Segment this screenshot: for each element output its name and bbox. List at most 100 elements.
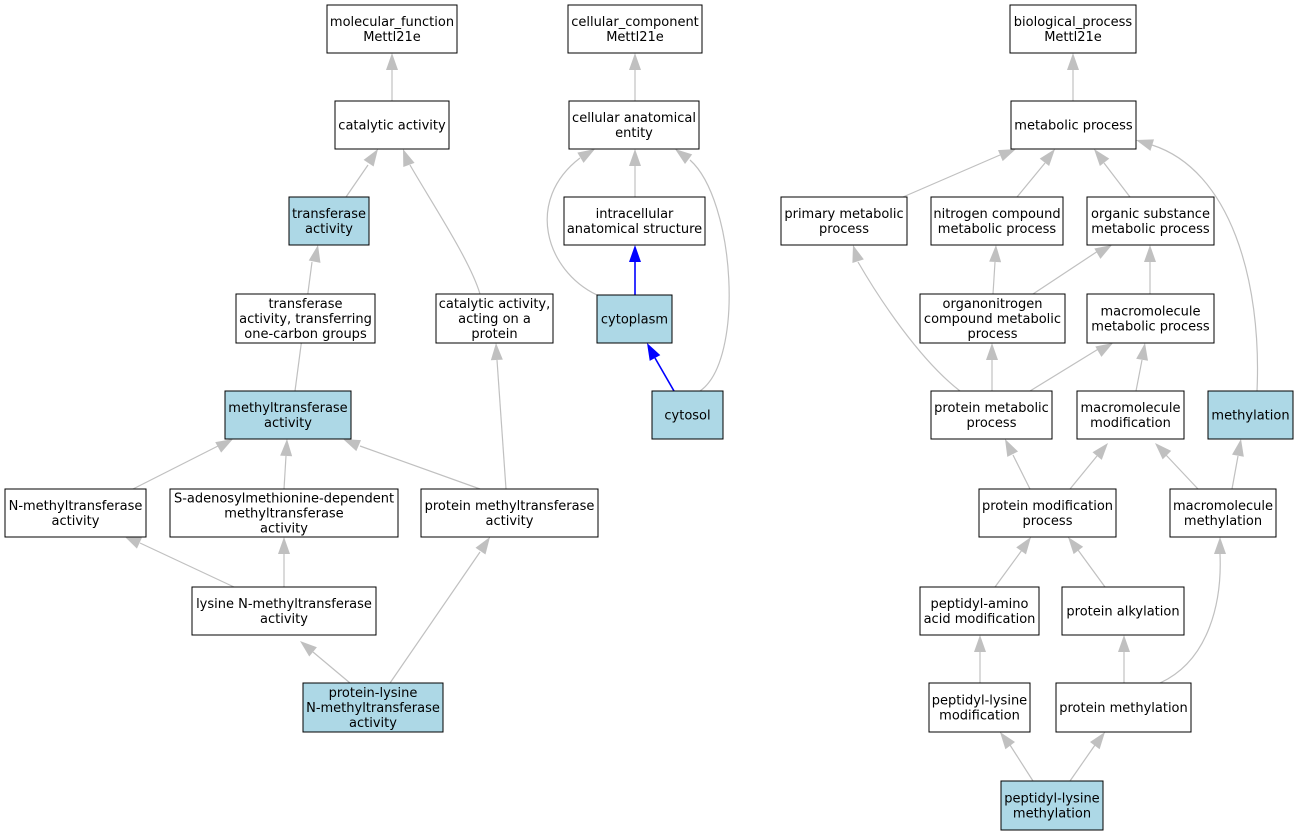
term-label: cellular_component — [571, 15, 699, 30]
edge-line — [1032, 250, 1099, 295]
term-label: biological_process — [1014, 15, 1133, 30]
arrowhead-icon — [1016, 537, 1031, 555]
edge-line — [1069, 455, 1098, 490]
edge-line — [496, 359, 507, 490]
term-label: process — [968, 327, 1018, 342]
term-label: activity — [264, 416, 312, 431]
is-a-edge — [1032, 245, 1112, 295]
term-box — [568, 100, 700, 150]
term-label: macromolecule — [1080, 401, 1180, 416]
term-node-protein-alkyl[interactable]: protein alkylation — [1061, 586, 1185, 636]
term-node-cytoplasm[interactable]: cytoplasm — [596, 294, 673, 344]
arrowhead-icon — [629, 53, 641, 70]
term-label: acting on a — [458, 312, 531, 327]
term-label: macromolecule — [1173, 499, 1273, 514]
arrowhead-icon — [1136, 139, 1155, 151]
arrowhead-icon — [1136, 343, 1149, 361]
term-node-methylation[interactable]: methylation — [1207, 390, 1294, 440]
edge-line — [312, 651, 351, 684]
term-node-catalytic[interactable]: catalytic activity — [334, 100, 450, 150]
term-label: protein methylation — [1059, 701, 1188, 716]
edge-line — [1009, 744, 1034, 782]
term-box — [326, 4, 458, 54]
term-box — [1009, 4, 1137, 54]
is-a-edge — [1005, 439, 1031, 490]
term-label: process — [967, 416, 1017, 431]
term-node-protein-lysine-nmt[interactable]: protein-lysineN-methyltransferaseactivit… — [302, 682, 444, 733]
term-box — [1010, 100, 1137, 150]
is-a-edge — [974, 635, 986, 683]
term-label: methyltransferase — [224, 507, 343, 522]
term-label: lysine N-methyltransferase — [196, 597, 372, 612]
term-label: protein metabolic — [934, 401, 1049, 416]
term-box — [1000, 780, 1104, 831]
term-label: Mettl21e — [606, 30, 664, 45]
term-label: activity — [260, 612, 308, 627]
term-label: entity — [615, 126, 653, 141]
edge-line — [857, 261, 961, 392]
term-label: activity — [260, 522, 308, 537]
edge-line — [1012, 454, 1031, 490]
is-a-edge — [1135, 343, 1149, 392]
term-label: activity, transferring — [239, 312, 372, 327]
term-label: catalytic activity, — [439, 297, 551, 312]
term-node-sam-dep[interactable]: S-adenosylmethionine-dependentmethyltran… — [169, 488, 399, 538]
term-label: metabolic process — [1014, 119, 1133, 134]
arrowhead-icon — [629, 149, 641, 166]
term-node-cytosol[interactable]: cytosol — [651, 390, 724, 440]
term-label: protein-lysine — [329, 686, 418, 701]
edge-line — [654, 357, 675, 392]
term-label: protein alkylation — [1066, 605, 1179, 620]
term-label: intracellular — [596, 207, 674, 222]
arrowhead-icon — [124, 536, 142, 549]
term-label: N-methyltransferase — [9, 499, 143, 514]
term-label: modification — [939, 709, 1020, 724]
term-box — [191, 586, 377, 636]
term-box — [224, 390, 352, 440]
term-box — [302, 682, 444, 733]
term-label: organonitrogen — [943, 297, 1043, 312]
arrowhead-icon — [577, 149, 595, 163]
term-label: organic substance — [1091, 207, 1210, 222]
term-node-metabolic[interactable]: metabolic process — [1010, 100, 1137, 150]
arrowhead-icon — [1155, 443, 1172, 460]
arrowhead-icon — [1005, 439, 1019, 457]
term-box — [1086, 293, 1215, 344]
arrowhead-icon — [1094, 149, 1110, 167]
edge-line — [1159, 553, 1221, 684]
term-label: transferase — [292, 207, 366, 222]
edge-line — [994, 549, 1023, 588]
is-a-edge — [546, 149, 598, 296]
is-a-edge — [989, 245, 1002, 295]
term-node-protein-methyl[interactable]: protein methylation — [1055, 682, 1192, 733]
term-label: cytoplasm — [601, 313, 668, 328]
term-label: methylation — [1013, 807, 1091, 822]
arrowhead-icon — [300, 641, 317, 657]
edge-line — [689, 159, 730, 392]
term-box — [930, 390, 1053, 440]
